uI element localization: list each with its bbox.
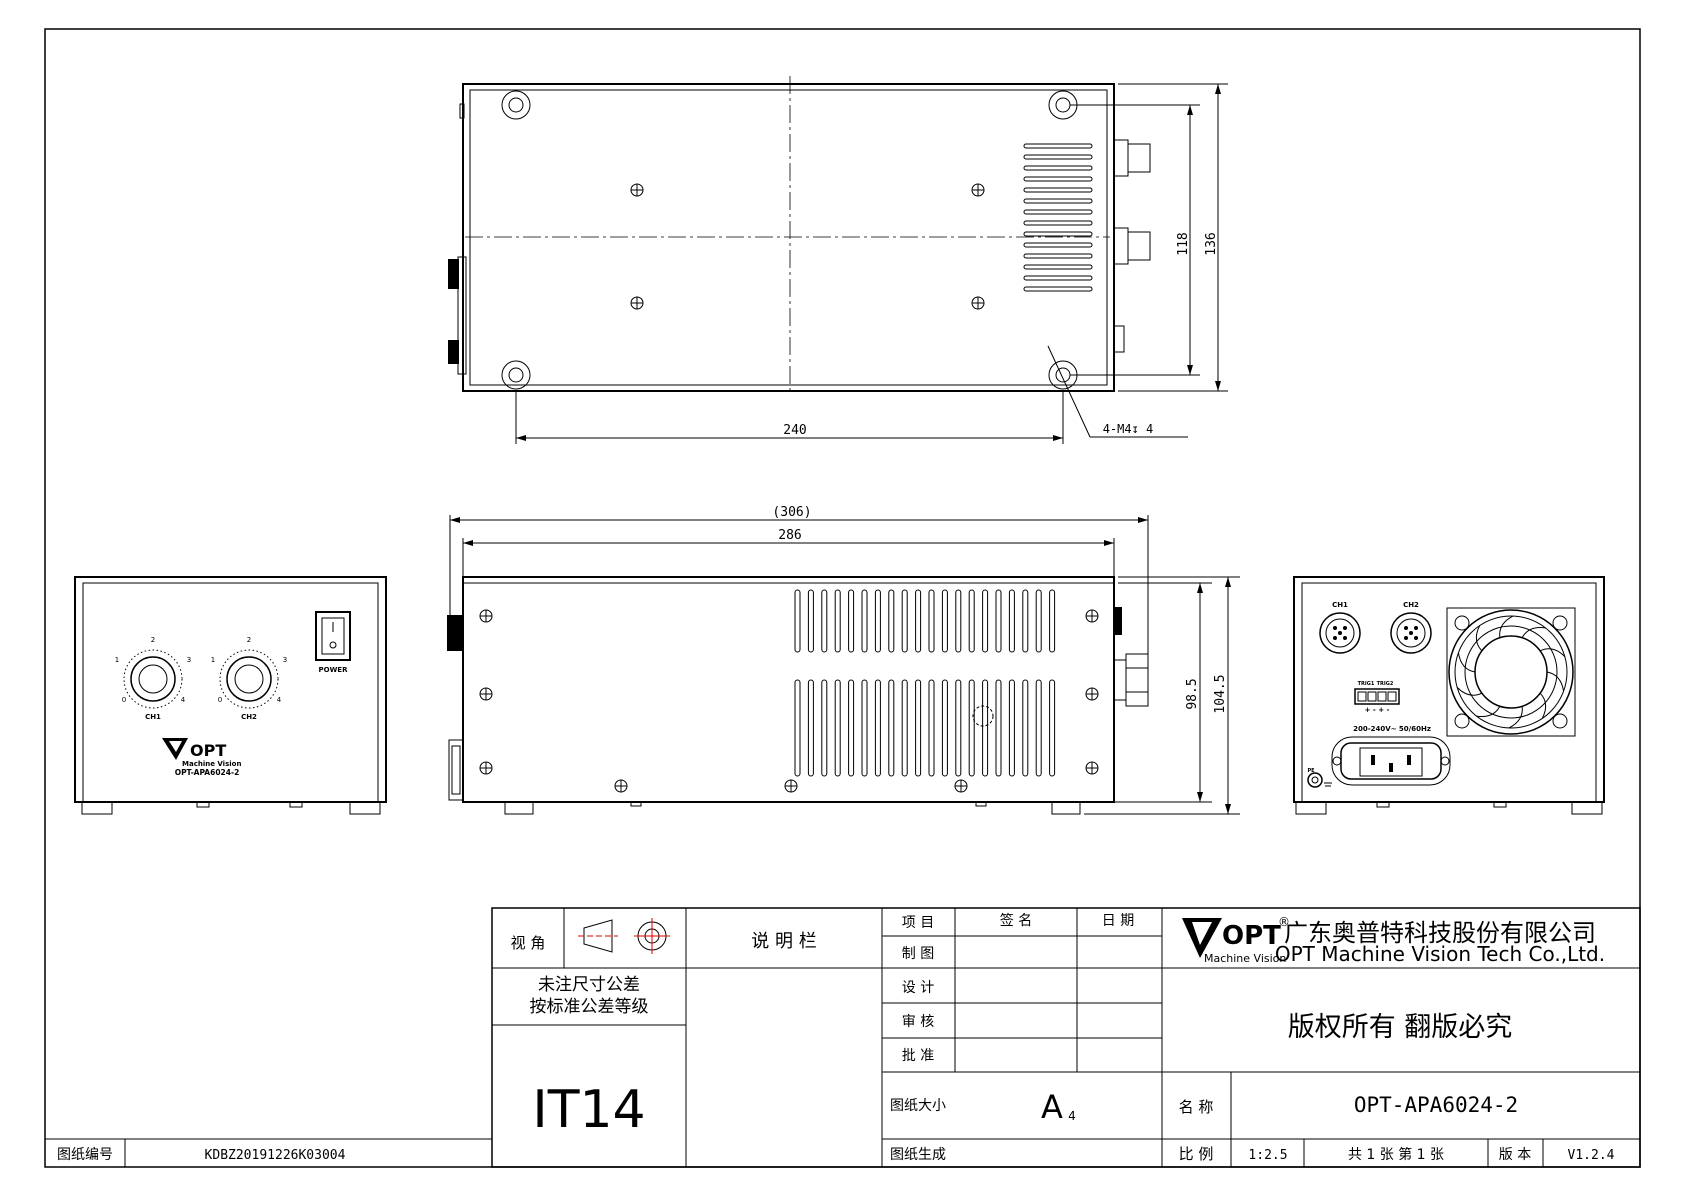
svg-text:设 计: 设 计 [902, 980, 934, 996]
front-logo: OPT Machine Vision OPT-APA6024-2 [162, 738, 241, 777]
svg-text:3: 3 [283, 656, 287, 664]
rear-connector-ch2: CH2 [1390, 601, 1432, 654]
svg-text:签 名: 签 名 [1000, 912, 1032, 929]
notes-label: 说 明 栏 [751, 931, 816, 952]
company-en: OPT Machine Vision Tech Co.,Ltd. [1275, 942, 1605, 966]
front-dial-ch2: 2 1 3 0 4 CH2 [211, 636, 287, 721]
front-ch1-label: CH1 [145, 713, 161, 721]
rear-voltage: 200-240V~ 50/60Hz [1353, 725, 1431, 733]
power-label: POWER [319, 666, 349, 674]
svg-text:Machine Vision: Machine Vision [182, 760, 241, 768]
title-block: 视 角 说 明 栏 未注尺寸公差 按标准公差等级 IT14 项 目 签 名 日 … [44, 907, 1641, 1168]
svg-text:2: 2 [151, 636, 155, 644]
side-screws [479, 609, 1099, 793]
part-name: OPT-APA6024-2 [1354, 1093, 1518, 1117]
dim-98-5: 98.5 [1185, 678, 1200, 709]
svg-text:®: ® [1278, 915, 1290, 929]
svg-text:日 期: 日 期 [1102, 913, 1134, 929]
dim-104-5: 104.5 [1213, 674, 1228, 713]
svg-text:版 本: 版 本 [1499, 1147, 1531, 1163]
tolerance-note-1: 未注尺寸公差 [538, 975, 640, 995]
svg-text:3: 3 [187, 656, 191, 664]
svg-text:CH1: CH1 [1332, 601, 1348, 609]
svg-text:审 核: 审 核 [902, 1014, 934, 1030]
sheet-count: 共 1 张 第 1 张 [1348, 1146, 1444, 1163]
dim-306: (306) [772, 505, 811, 520]
svg-text:Machine Vision: Machine Vision [1204, 952, 1286, 965]
front-dial-ch1: 2 1 3 0 4 CH1 [115, 636, 191, 721]
svg-text:OPT: OPT [1222, 921, 1281, 951]
power-inlet [1331, 736, 1451, 786]
svg-text:PE: PE [1307, 768, 1315, 774]
front-model: OPT-APA6024-2 [175, 768, 240, 777]
company-logo: OPT ® Machine Vision [1182, 915, 1290, 965]
top-feet [501, 90, 1078, 390]
svg-text:0: 0 [122, 696, 126, 704]
front-view: 2 1 3 0 4 CH1 2 1 3 0 4 CH2 POWER [74, 576, 387, 815]
svg-text:1: 1 [211, 656, 215, 664]
svg-text:图纸生成: 图纸生成 [890, 1147, 946, 1163]
trigger-terminal: TRIG1 TRIG2 + - + - [1354, 681, 1400, 714]
svg-text:制 图: 制 图 [902, 946, 934, 962]
version-value: V1.2.4 [1568, 1148, 1615, 1163]
drawing-number: KDBZ20191226K03004 [205, 1148, 346, 1163]
svg-text:TRIG1: TRIG1 [1358, 681, 1375, 687]
svg-text:1: 1 [115, 656, 119, 664]
scale-value: 1:2.5 [1248, 1148, 1287, 1163]
dim-240: 240 [783, 423, 806, 438]
cooling-fan [1446, 607, 1576, 737]
tolerance-note-2: 按标准公差等级 [530, 997, 649, 1017]
svg-text:2: 2 [247, 636, 251, 644]
side-view: (306) 286 98.5 104.5 [447, 505, 1240, 815]
view-angle-label: 视 角 [511, 934, 546, 952]
sheet-border [44, 28, 1641, 1168]
svg-text:项 目: 项 目 [902, 915, 934, 931]
company-cn: 广东奥普特科技股份有限公司 [1284, 919, 1596, 947]
top-screws [630, 183, 985, 310]
svg-text:4: 4 [277, 696, 282, 704]
copyright: 版权所有 翻版必究 [1288, 1012, 1513, 1043]
svg-text:TRIG2: TRIG2 [1377, 681, 1394, 687]
side-vent-slots [794, 589, 1056, 777]
rear-view: CH1 CH2 TRIG1 TRIG2 + - + - 200-240V~ 50… [1293, 576, 1605, 815]
top-view: 240 118 136 4-M4↧ 4 [448, 76, 1228, 444]
svg-text:图纸大小: 图纸大小 [890, 1098, 946, 1114]
svg-text:CH2: CH2 [1403, 601, 1419, 609]
top-vent-slots [1023, 143, 1093, 292]
ground-terminal: PE [1307, 768, 1332, 788]
svg-text:名 称: 名 称 [1179, 1098, 1214, 1116]
paper-size: A [1041, 1088, 1063, 1126]
svg-text:+ - + -: + - + - [1365, 706, 1390, 714]
dim-118: 118 [1176, 232, 1191, 255]
svg-text:4: 4 [181, 696, 186, 704]
tolerance-grade: IT14 [532, 1080, 645, 1140]
power-switch: POWER [315, 611, 351, 674]
svg-text:图纸编号: 图纸编号 [57, 1147, 113, 1163]
projection-symbol [578, 918, 670, 954]
dim-286: 286 [778, 528, 801, 543]
rear-connector-ch1: CH1 [1319, 601, 1361, 654]
svg-text:比 例: 比 例 [1179, 1145, 1214, 1163]
front-ch2-label: CH2 [241, 713, 257, 721]
svg-text:批 准: 批 准 [902, 1048, 934, 1064]
svg-text:OPT: OPT [190, 741, 226, 760]
thread-callout: 4-M4↧ 4 [1103, 422, 1154, 436]
svg-text:0: 0 [218, 696, 222, 704]
dim-136: 136 [1204, 232, 1219, 255]
svg-text:4: 4 [1068, 1109, 1076, 1123]
